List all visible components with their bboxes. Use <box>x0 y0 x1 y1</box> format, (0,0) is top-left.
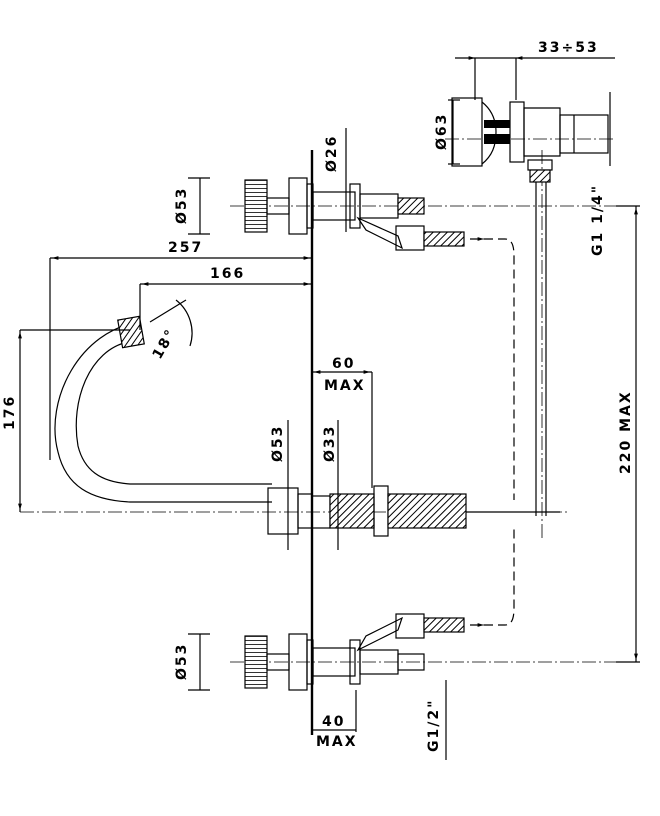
center-lines <box>20 138 620 663</box>
supply-hoses <box>470 237 515 627</box>
dim-dia-33: Ø33 <box>322 425 338 462</box>
dim-angle-18: 18° <box>150 326 180 362</box>
dim-max-40-label: MAX <box>316 734 358 750</box>
dim-max-40-value: 40 <box>322 714 345 730</box>
dim-height-176: 176 <box>2 395 18 430</box>
dim-dia-63: Ø63 <box>434 113 450 150</box>
dim-dia-26: Ø26 <box>324 135 340 172</box>
dim-max-60-label: MAX <box>324 378 366 394</box>
dim-thread-g12: G1/2" <box>426 699 442 752</box>
dim-range-top: 33÷53 <box>538 40 599 56</box>
dimension-lines <box>18 56 640 760</box>
dim-len-166: 166 <box>210 266 245 282</box>
bottom-valve <box>244 613 465 691</box>
dim-max-60-value: 60 <box>332 356 355 372</box>
dim-dia-53-mid: Ø53 <box>270 425 286 462</box>
dim-dia-53-top: Ø53 <box>174 187 190 224</box>
dim-thread-g114: G1 1/4" <box>590 184 606 256</box>
flush-valve <box>451 97 609 516</box>
dim-max-220: 220 MAX <box>618 390 634 474</box>
spout <box>54 315 560 537</box>
dim-dia-53-bottom: Ø53 <box>174 643 190 680</box>
top-valve <box>244 177 465 251</box>
dim-len-257: 257 <box>168 240 203 256</box>
